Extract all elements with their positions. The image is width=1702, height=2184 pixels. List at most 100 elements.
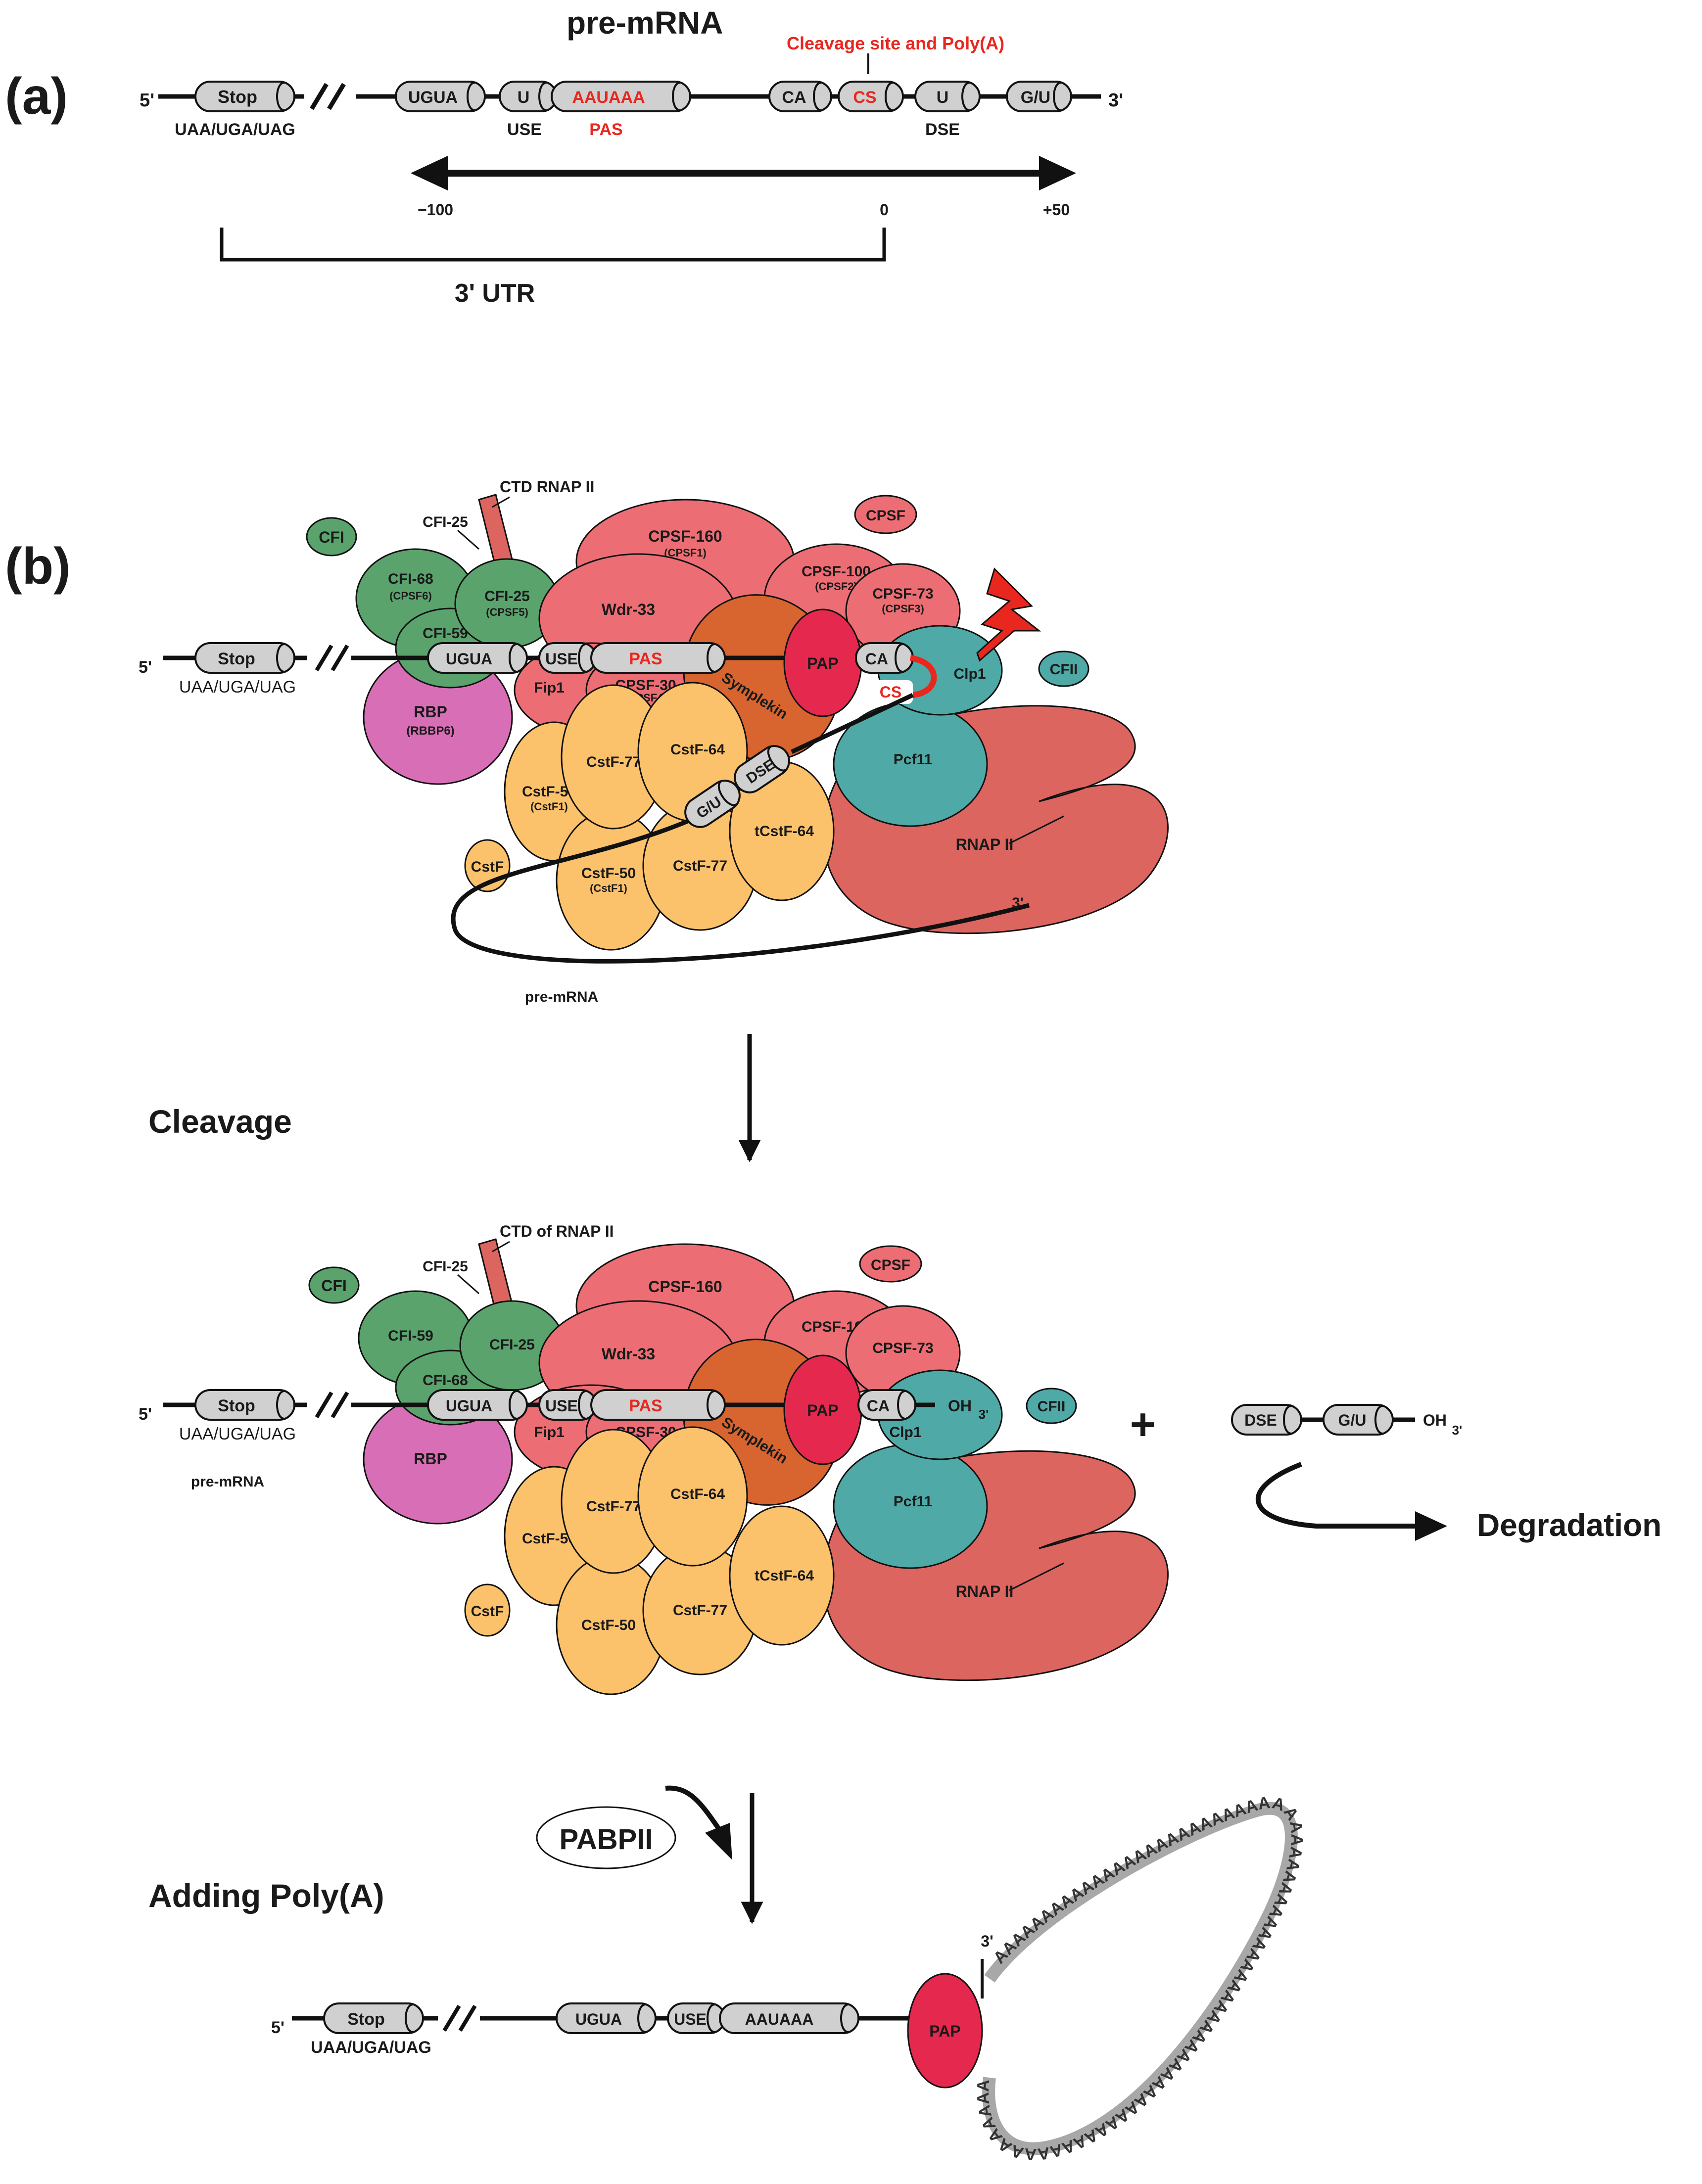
svg-text:AAUAAA: AAUAAA <box>572 88 645 107</box>
pap-label: PAP <box>807 1401 838 1419</box>
ctd-label: CTD of RNAP II <box>500 1222 614 1240</box>
pabpii <box>536 1806 676 1869</box>
pre-mrna-label: pre-mRNA <box>191 1474 264 1490</box>
pcf11-label: Pcf11 <box>894 1493 932 1510</box>
svg-text:DSE: DSE <box>1244 1411 1277 1429</box>
cstf-50-upper-sub-label: (CstF1) <box>530 800 568 813</box>
fragment-oh-label: OH <box>1423 1411 1447 1429</box>
pcf11-label: Pcf11 <box>894 751 932 768</box>
cleavage-step-label: Cleavage <box>148 1103 292 1140</box>
ctd-pointer <box>492 1241 510 1253</box>
pas-label: PAS <box>589 120 622 139</box>
cfii-legend <box>1038 651 1089 687</box>
cfi-59-label: CFI-59 <box>388 1328 433 1344</box>
svg-text:CA: CA <box>782 88 806 107</box>
stop-codons-label: UAA/UGA/UAG <box>175 120 295 139</box>
stop-codons-label: UAA/UGA/UAG <box>311 2038 431 2057</box>
cfi-59-label: CFI-59 <box>423 625 468 642</box>
svg-text:UGUA: UGUA <box>575 2010 622 2028</box>
cleavage-lightning-icon <box>976 567 1041 662</box>
panel-b-middle-complex: CFI CPSF CFII CstF RNAP II RBP CTD of RN… <box>139 1222 1661 1695</box>
ctd-label: CTD RNAP II <box>500 478 594 496</box>
panel-a: (a) pre-mRNA Cleavage site and Poly(A) 5… <box>5 5 1123 308</box>
u-element-use: U <box>499 81 558 112</box>
cpsf-legend-label: CPSF <box>866 508 905 524</box>
pre-mrna-strand <box>791 693 914 754</box>
cpsf-73-sub-label: (CPSF3) <box>882 603 924 615</box>
cfi-68-sub-label: (CPSF6) <box>389 590 432 602</box>
panel-a-label: (a) <box>5 68 68 125</box>
cstf-50-lower-label: CstF-50 <box>581 1617 636 1633</box>
cpsf-100-sub-label: (CPSF2) <box>815 580 857 593</box>
stop-element: Stop <box>323 2002 424 2034</box>
break-mark <box>310 83 329 110</box>
fragment-prime-label: 3' <box>1452 1423 1463 1438</box>
ugua-element: UGUA <box>427 642 528 674</box>
three-prime-end: 3' <box>1012 895 1024 911</box>
cfi-legend-label: CFI <box>321 1277 347 1295</box>
break-mark <box>315 1391 333 1419</box>
aauaaa-element: AAUAAA <box>551 81 691 112</box>
cs-label: CS <box>880 683 901 701</box>
cstf-64-label: CstF-64 <box>670 1486 725 1502</box>
rbp-label: RBP <box>414 703 447 721</box>
wdr-33-label: Wdr-33 <box>602 1345 655 1363</box>
svg-text:UGUA: UGUA <box>446 650 492 668</box>
svg-text:USE: USE <box>545 650 578 668</box>
cs-element: CS <box>838 81 904 112</box>
svg-text:USE: USE <box>674 2010 707 2028</box>
svg-text:UGUA: UGUA <box>408 88 458 107</box>
polya-step-label: Adding Poly(A) <box>148 1877 384 1914</box>
cfi-25-top-label: CFI-25 <box>423 1258 468 1275</box>
position-scale-arrow <box>411 156 1076 190</box>
oh-label: OH <box>948 1397 972 1415</box>
ctd-pointer <box>492 496 510 508</box>
break-mark <box>327 83 346 110</box>
aauaaa-element: AAUAAA <box>719 2002 859 2034</box>
polya-tail-loop <box>982 1802 1298 2155</box>
svg-text:Stop: Stop <box>347 2010 385 2029</box>
dse-label: DSE <box>925 120 960 139</box>
stop-codons-label: UAA/UGA/UAG <box>179 678 296 697</box>
cstf-legend <box>464 1583 511 1637</box>
svg-text:AAUAAA: AAUAAA <box>745 2010 814 2028</box>
polya-step: Adding Poly(A) PABPII <box>148 1785 763 1924</box>
tick-zero: 0 <box>880 201 889 219</box>
cpsf-160-sub-label: (CPSF1) <box>664 547 707 559</box>
svg-text:CA: CA <box>867 1397 890 1415</box>
pabpii-arrow <box>665 1785 722 1832</box>
pas-element: PAS <box>590 642 726 674</box>
tcstf-64-label: tCstF-64 <box>755 1568 814 1584</box>
use-element: USE <box>538 642 597 674</box>
five-prime-end: 5' <box>271 2018 284 2037</box>
svg-text:USE: USE <box>545 1397 578 1415</box>
cfii-legend-label: CFII <box>1038 1398 1066 1415</box>
cfii-legend-label: CFII <box>1050 661 1078 678</box>
break-mark <box>458 2004 477 2032</box>
fip1-label: Fip1 <box>534 1424 565 1441</box>
cpsf-73-label: CPSF-73 <box>872 586 933 602</box>
cpsf-legend-label: CPSF <box>871 1257 910 1273</box>
pre-mrna-loop <box>451 819 1030 964</box>
wdr-33-label: Wdr-33 <box>602 601 655 618</box>
cstf-77-lower-label: CstF-77 <box>673 858 727 874</box>
tick-plus-50: +50 <box>1043 201 1070 219</box>
use-element: USE <box>538 1389 597 1421</box>
ca-element: CA <box>768 81 832 112</box>
fip1-label: Fip1 <box>534 680 565 696</box>
cleavage-site-loop <box>909 655 937 698</box>
svg-text:U: U <box>518 88 530 107</box>
five-prime-end: 5' <box>140 90 154 111</box>
pap <box>907 1973 983 2089</box>
cfi-68-label: CFI-68 <box>423 1372 468 1389</box>
svg-text:UGUA: UGUA <box>446 1397 492 1415</box>
rnap-ii-label: RNAP II <box>956 836 1014 853</box>
cfi-legend <box>306 517 357 557</box>
svg-text:Stop: Stop <box>218 87 257 107</box>
stop-codons-label: UAA/UGA/UAG <box>179 1425 296 1443</box>
three-prime-end: 3' <box>1108 90 1123 111</box>
cfi-25-label: CFI-25 <box>484 588 530 604</box>
svg-text:G/U: G/U <box>1338 1411 1367 1429</box>
cstf-64-label: CstF-64 <box>670 742 725 758</box>
